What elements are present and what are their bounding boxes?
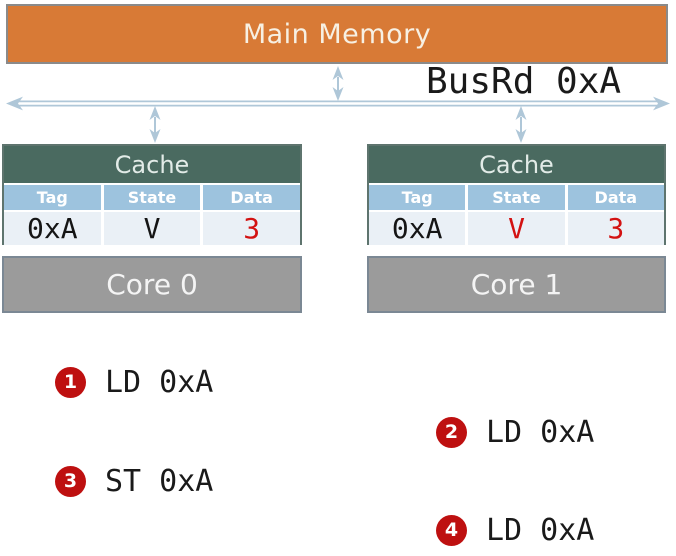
operation-4: 4 LD 0xA bbox=[436, 511, 594, 549]
cache-data-value: 3 bbox=[567, 212, 664, 245]
bus-transaction-label: BusRd 0xA bbox=[426, 61, 622, 102]
cache-value-row: 0xA V 3 bbox=[4, 212, 301, 245]
right-cache-bus-connector-arrow bbox=[515, 106, 527, 143]
cache-title: Cache bbox=[4, 146, 300, 185]
cache-title: Cache bbox=[369, 146, 664, 185]
operation-2-label: LD 0xA bbox=[486, 414, 595, 450]
memory-bus-connector-arrow bbox=[332, 66, 344, 101]
cache-tag-value: 0xA bbox=[4, 212, 101, 245]
operation-1-number-badge: 1 bbox=[55, 366, 86, 398]
cache-table-core1: Cache Tag State Data 0xA V 3 bbox=[367, 144, 666, 245]
operation-1: 1 LD 0xA bbox=[55, 363, 213, 401]
core1-label: Core 1 bbox=[470, 268, 563, 301]
cache-state-value: V bbox=[468, 212, 565, 245]
cache-state-value: V bbox=[103, 212, 201, 245]
operation-4-number-badge: 4 bbox=[436, 514, 467, 546]
cache-header-row: Tag State Data bbox=[369, 185, 664, 212]
cache-header-state: State bbox=[103, 185, 201, 210]
operation-2: 2 LD 0xA bbox=[436, 413, 594, 451]
operation-4-label: LD 0xA bbox=[486, 512, 595, 548]
main-memory-box: Main Memory bbox=[6, 4, 668, 64]
operation-3-label: ST 0xA bbox=[105, 463, 214, 499]
cache-data-value: 3 bbox=[203, 212, 301, 245]
cache-table-core0: Cache Tag State Data 0xA V 3 bbox=[2, 144, 302, 245]
cache-header-state: State bbox=[468, 185, 565, 210]
main-memory-label: Main Memory bbox=[242, 18, 432, 50]
left-cache-bus-connector-arrow bbox=[149, 106, 161, 143]
cache-header-tag: Tag bbox=[4, 185, 101, 210]
operation-2-number-badge: 2 bbox=[436, 416, 467, 448]
cache-tag-value: 0xA bbox=[369, 212, 466, 245]
cache-header-data: Data bbox=[203, 185, 301, 210]
operation-3-number-badge: 3 bbox=[55, 465, 86, 497]
cache-value-row: 0xA V 3 bbox=[369, 212, 664, 245]
core0-label: Core 0 bbox=[106, 268, 198, 301]
operation-3: 3 ST 0xA bbox=[55, 462, 213, 500]
cache-header-row: Tag State Data bbox=[4, 185, 301, 212]
cache-header-data: Data bbox=[567, 185, 664, 210]
core0-box: Core 0 bbox=[2, 256, 302, 313]
operation-1-label: LD 0xA bbox=[105, 364, 214, 400]
core1-box: Core 1 bbox=[367, 256, 666, 313]
cache-header-tag: Tag bbox=[369, 185, 466, 210]
